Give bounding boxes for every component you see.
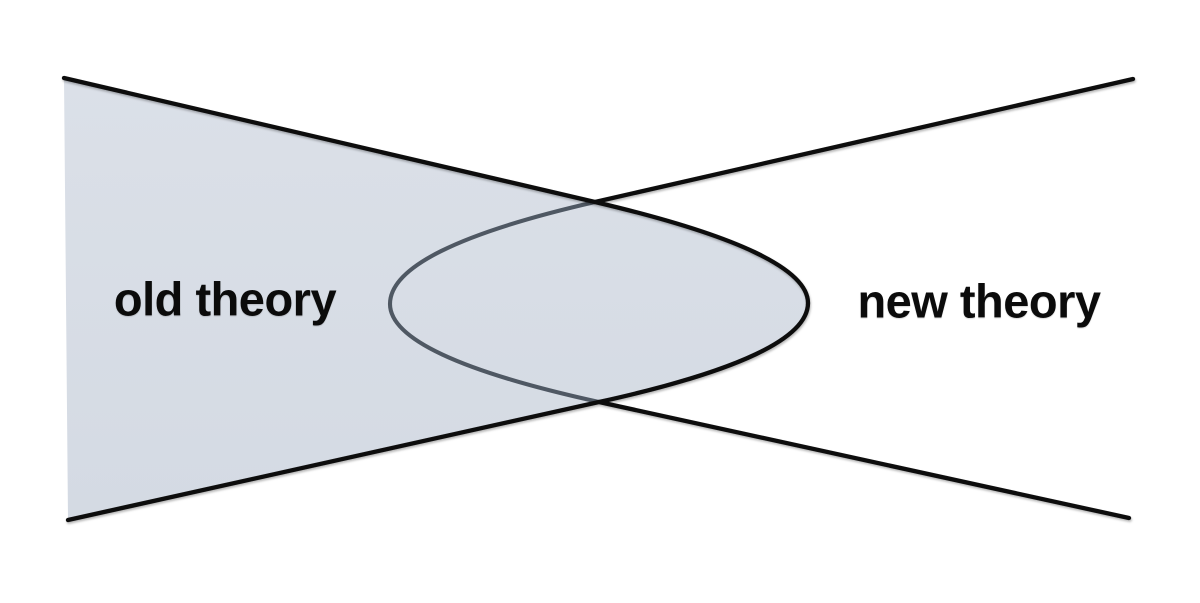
old-theory-label: old theory [113,272,337,326]
old-theory-outline [61,75,811,523]
old-theory-shape-fill [64,78,808,520]
new-theory-label: new theory [857,274,1101,328]
new-theory-cap-under-fill-curve [387,199,602,405]
new-theory-outline [592,76,1136,521]
